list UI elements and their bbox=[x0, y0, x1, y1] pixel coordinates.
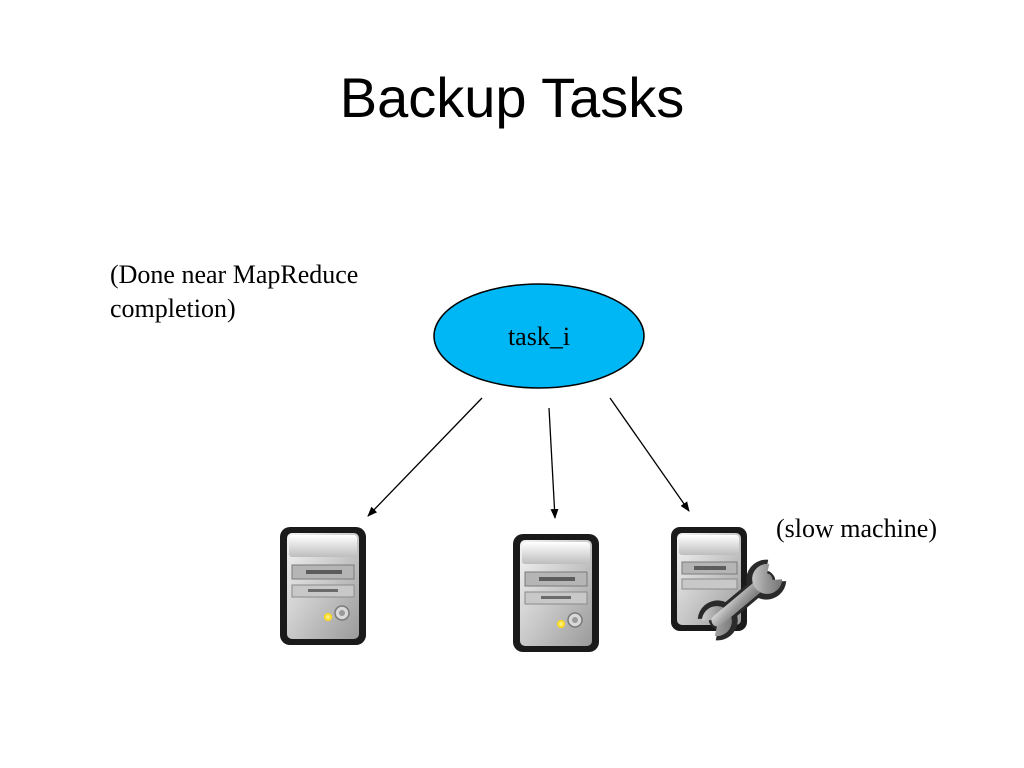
task-node-ellipse bbox=[433, 283, 645, 389]
task-node-label: task_i bbox=[508, 322, 570, 351]
arrow-to-server-3 bbox=[609, 397, 690, 512]
task-node: task_i bbox=[433, 283, 645, 389]
arrow-to-server-1 bbox=[367, 397, 483, 517]
note-slow-machine: (slow machine) bbox=[776, 514, 938, 543]
server-1-icon bbox=[280, 527, 366, 645]
note-done-line-2: completion) bbox=[110, 294, 236, 323]
slide-title: Backup Tasks bbox=[339, 66, 685, 129]
note-done-near-completion: (Done near MapReduce completion) bbox=[110, 258, 430, 326]
wrench-icon bbox=[697, 559, 787, 641]
server-2-icon bbox=[513, 534, 599, 652]
note-done-line-1: (Done near MapReduce bbox=[110, 260, 359, 289]
arrow-to-server-2 bbox=[548, 407, 559, 519]
